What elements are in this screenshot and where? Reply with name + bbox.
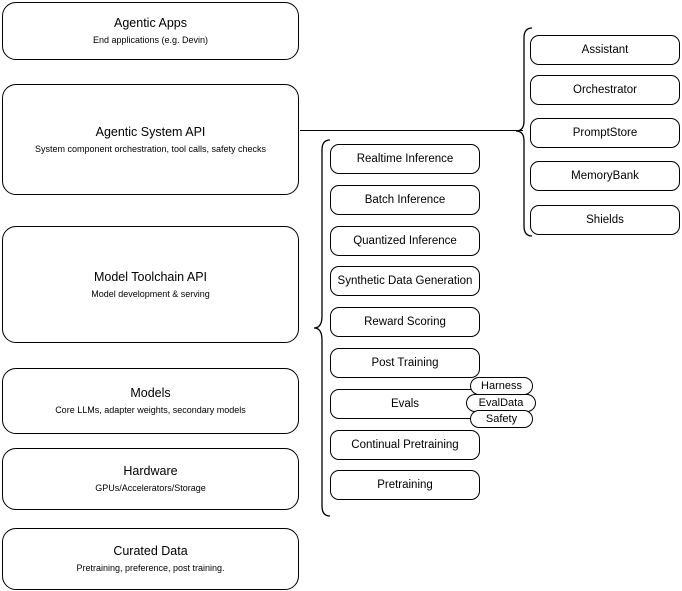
brace-toolchain: [313, 139, 331, 517]
evals-tag-harness[interactable]: Harness: [470, 377, 533, 395]
capability-label: Post Training: [371, 357, 439, 369]
layer-title: Models: [130, 386, 171, 400]
capability-box-batch-inference[interactable]: Batch Inference: [330, 185, 480, 215]
evals-tag-evaldata[interactable]: EvalData: [466, 394, 536, 412]
layer-title: Hardware: [123, 464, 178, 478]
capability-label: Reward Scoring: [364, 316, 446, 328]
layer-box-model-toolchain-api[interactable]: Model Toolchain API Model development & …: [2, 226, 299, 343]
capability-box-realtime-inference[interactable]: Realtime Inference: [330, 144, 480, 174]
capability-label: Pretraining: [377, 479, 433, 491]
capability-box-pretraining[interactable]: Pretraining: [330, 470, 480, 500]
component-box-promptstore[interactable]: PromptStore: [530, 118, 680, 148]
evals-tag-safety[interactable]: Safety: [470, 410, 533, 428]
component-label: MemoryBank: [571, 170, 639, 182]
brace-agentic-components: [515, 27, 533, 237]
evals-tag-label: Harness: [481, 380, 522, 392]
layer-title: Curated Data: [113, 544, 188, 558]
capability-label: Synthetic Data Generation: [337, 275, 473, 287]
capability-box-evals[interactable]: Evals: [330, 389, 480, 419]
capability-box-synthetic-data-generation[interactable]: Synthetic Data Generation: [330, 266, 480, 296]
layer-title: Agentic System API: [95, 124, 206, 139]
capability-label: Continual Pretraining: [351, 439, 459, 451]
layer-box-models[interactable]: Models Core LLMs, adapter weights, secon…: [2, 368, 299, 434]
layer-subtitle: Pretraining, preference, post training.: [76, 563, 225, 573]
evals-tag-label: EvalData: [478, 397, 524, 409]
layer-box-agentic-system-api[interactable]: Agentic System API System component orch…: [2, 84, 299, 195]
capability-box-continual-pretraining[interactable]: Continual Pretraining: [330, 430, 480, 460]
layer-subtitle: Core LLMs, adapter weights, secondary mo…: [55, 405, 246, 415]
layer-subtitle: End applications (e.g. Devin): [92, 35, 209, 45]
capability-box-post-training[interactable]: Post Training: [330, 348, 480, 378]
layer-subtitle: System component orchestration, tool cal…: [34, 143, 267, 154]
component-box-shields[interactable]: Shields: [530, 205, 680, 235]
capability-label: Realtime Inference: [356, 153, 454, 165]
connector-line-agentic-system-api: [300, 130, 523, 132]
layer-box-curated-data[interactable]: Curated Data Pretraining, preference, po…: [2, 528, 299, 590]
component-box-orchestrator[interactable]: Orchestrator: [530, 75, 680, 105]
layer-box-agentic-apps[interactable]: Agentic Apps End applications (e.g. Devi…: [2, 2, 299, 60]
layer-box-hardware[interactable]: Hardware GPUs/Accelerators/Storage: [2, 448, 299, 510]
capability-box-quantized-inference[interactable]: Quantized Inference: [330, 226, 480, 256]
layer-subtitle: GPUs/Accelerators/Storage: [95, 483, 206, 493]
layer-subtitle: Model development & serving: [91, 288, 210, 299]
component-label: Orchestrator: [573, 84, 637, 96]
component-label: PromptStore: [572, 127, 638, 139]
component-box-memorybank[interactable]: MemoryBank: [530, 161, 680, 191]
component-label: Shields: [586, 214, 624, 226]
layer-title: Agentic Apps: [114, 16, 187, 30]
evals-tag-label: Safety: [485, 413, 518, 425]
component-label: Assistant: [581, 44, 629, 56]
layer-title: Model Toolchain API: [93, 269, 208, 284]
capability-label: Evals: [390, 398, 420, 410]
capability-box-reward-scoring[interactable]: Reward Scoring: [330, 307, 480, 337]
capability-label: Quantized Inference: [353, 235, 457, 247]
capability-label: Batch Inference: [364, 194, 446, 206]
component-box-assistant[interactable]: Assistant: [530, 35, 680, 65]
